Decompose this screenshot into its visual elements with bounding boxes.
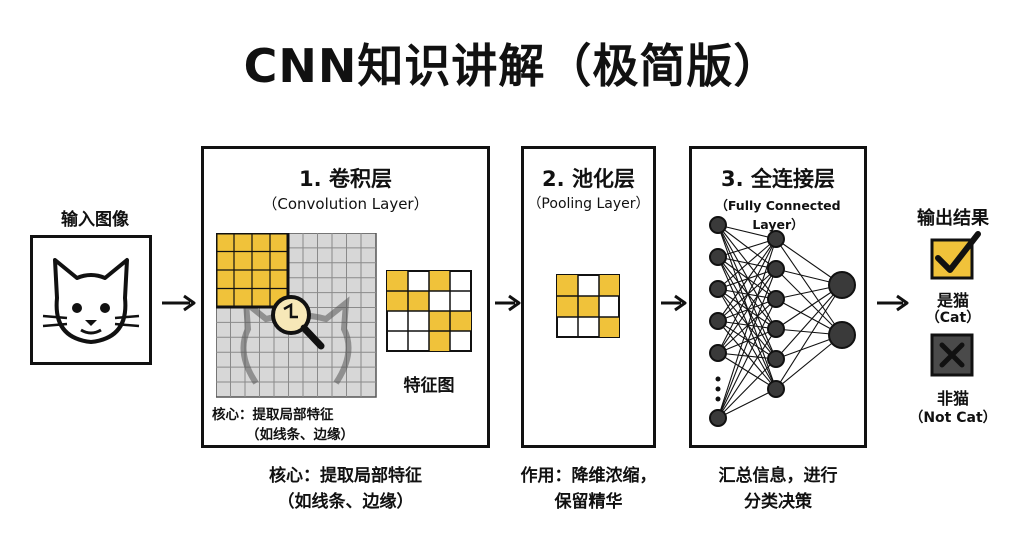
pool-title: 2. 池化层 <box>542 167 635 191</box>
right-arrow-icon <box>877 294 909 312</box>
right-arrow-icon <box>661 294 687 312</box>
pool-output-grid <box>556 274 620 338</box>
output-label: 输出结果 <box>917 208 989 229</box>
fc-network-diagram <box>709 216 856 427</box>
input-neuron <box>709 344 727 362</box>
hidden-neuron <box>767 350 785 368</box>
hidden-neuron <box>767 260 785 278</box>
hidden-neuron <box>767 290 785 308</box>
pool-caption-2: 保留精华 <box>554 492 623 512</box>
right-arrow-icon <box>495 294 521 312</box>
magnifier-icon <box>271 295 325 350</box>
conv-caption-2: （如线条、边缘） <box>277 492 414 512</box>
notcat-sub: （Not Cat） <box>909 410 997 426</box>
right-arrow-icon <box>162 294 196 312</box>
conv-inner-note-2: （如线条、边缘） <box>246 427 354 443</box>
check-icon <box>930 231 981 280</box>
conv-caption-1: 核心：提取局部特征 <box>269 466 422 486</box>
cat-face-icon <box>42 258 140 344</box>
ellipsis-dot <box>715 386 721 392</box>
cross-icon <box>930 333 974 377</box>
fc-subtitle: （Fully Connected Layer） <box>715 198 841 232</box>
fc-caption-1: 汇总信息，进行 <box>718 466 838 486</box>
input-neuron <box>709 216 727 234</box>
notcat-label: 非猫 <box>936 389 969 408</box>
fc-title: 3. 全连接层 <box>721 167 835 191</box>
ellipsis-dot <box>715 376 721 382</box>
conv-inner-note-1: 核心：提取局部特征 <box>212 407 334 423</box>
pool-caption-1: 作用：降维浓缩， <box>520 466 657 486</box>
fc-caption-2: 分类决策 <box>744 492 812 512</box>
hidden-neuron <box>767 380 785 398</box>
input-neuron <box>709 280 727 298</box>
input-image-box <box>30 235 152 365</box>
cat-label: 是猫 <box>936 291 969 310</box>
input-label: 输入图像 <box>61 210 129 230</box>
input-neuron <box>709 248 727 266</box>
cat-sub: （Cat） <box>925 310 981 326</box>
pool-subtitle: （Pooling Layer） <box>527 196 650 212</box>
conv-panel: 1. 卷积层 （Convolution Layer） <box>201 146 490 448</box>
conv-subtitle: （Convolution Layer） <box>262 195 429 213</box>
feature-map-grid <box>386 270 472 352</box>
output-neuron <box>828 271 856 299</box>
input-neuron <box>709 312 727 330</box>
hidden-neuron <box>767 230 785 248</box>
output-neuron <box>828 321 856 349</box>
feature-map-label: 特征图 <box>403 376 455 396</box>
conv-title: 1. 卷积层 <box>299 167 392 191</box>
hidden-neuron <box>767 320 785 338</box>
ellipsis-dot <box>715 396 721 402</box>
pool-panel: 2. 池化层 （Pooling Layer） <box>521 146 656 448</box>
fc-panel: 3. 全连接层 （Fully Connected Layer） <box>689 146 867 448</box>
page-title: CNN知识讲解（极简版） <box>243 39 781 93</box>
input-neuron <box>709 409 727 427</box>
